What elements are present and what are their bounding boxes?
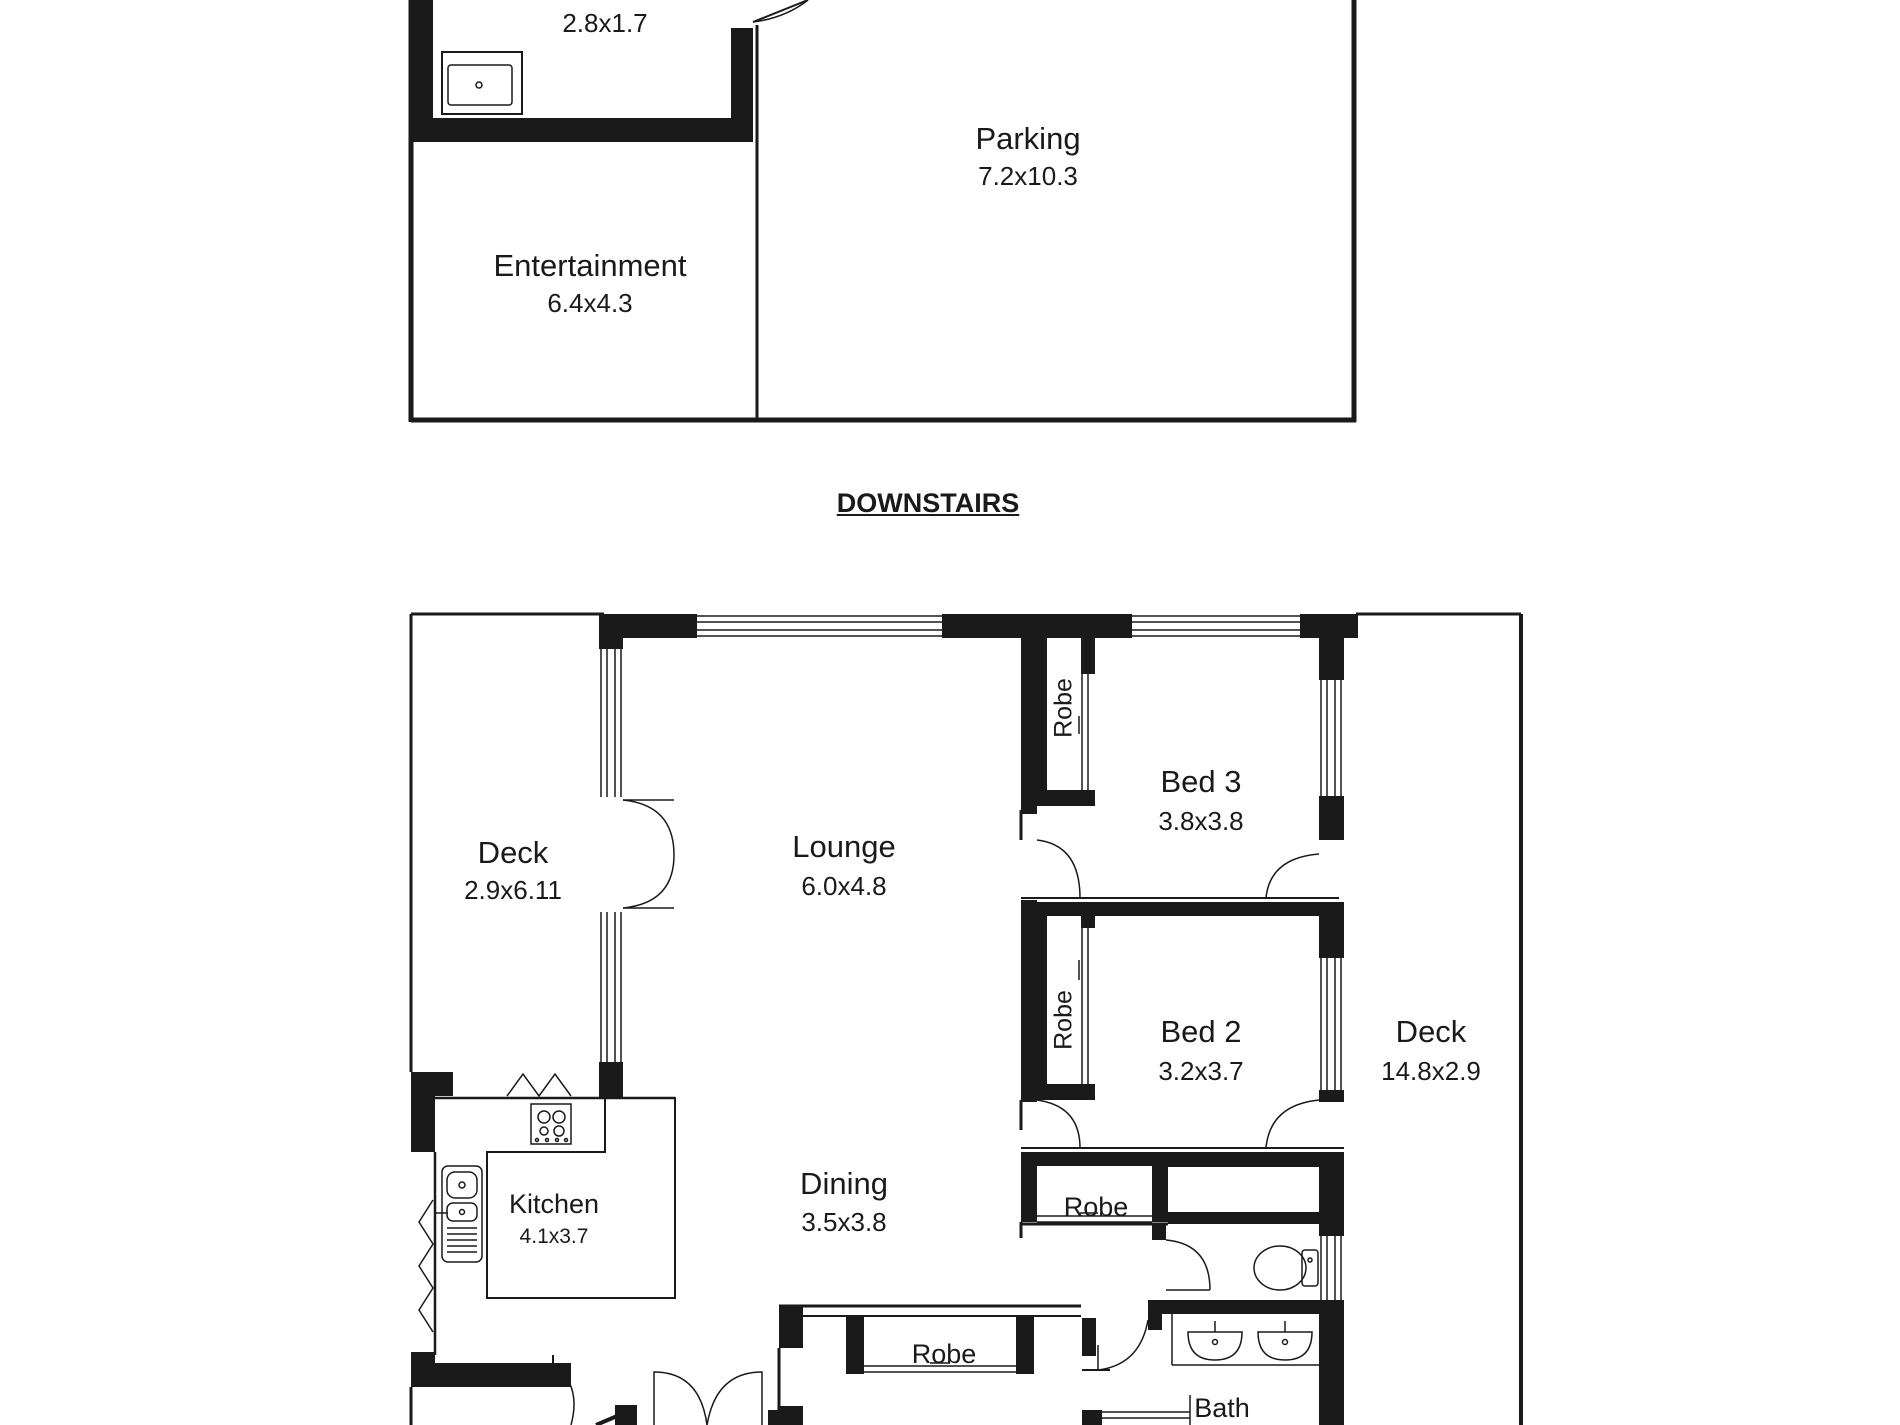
laundry-west-wall [411,0,433,142]
lounge-label: Lounge [792,829,896,864]
downstairs-heading: DOWNSTAIRS [836,488,1020,518]
lounge-window [697,615,942,637]
bed3-deck-door [1265,853,1320,899]
wc-door [1165,1239,1211,1291]
bed2-robe-label: Robe [1049,990,1078,1050]
laundry-east-wall [731,28,753,142]
laundry-door [752,0,809,23]
bed2-east-window [1320,958,1342,1090]
dining-dimensions: 3.5x3.8 [801,1207,887,1237]
kitchen-bifold-west [418,1199,434,1333]
parking-dimensions: 7.2x10.3 [978,161,1078,191]
bed2-robe-slider [1078,928,1089,1084]
deck-west-dimensions: 2.9x6.11 [464,875,562,905]
kitchen-label: Kitchen [508,1189,600,1219]
hall-robe-lower-label: Robe [911,1339,977,1369]
parking-label: Parking [975,121,1081,156]
bed2-door [1036,1099,1081,1149]
laundry-dimensions: 2.8x1.7 [562,8,648,38]
entry-double-door [653,1371,763,1425]
lounge-west-window-upper [600,649,622,797]
bed3-robe-label: Robe [1049,678,1078,738]
deck-east-label: Deck [1395,1014,1467,1049]
bed3-dimensions: 3.8x3.8 [1158,806,1244,836]
lounge-dimensions: 6.0x4.8 [801,871,887,901]
lounge-french-door [622,799,675,909]
lounge-west-window-lower [600,912,622,1062]
bed2-deck-door [1265,1099,1320,1149]
bed3-robe-slider [1078,674,1089,790]
hall-robe-upper-label: Robe [1063,1192,1129,1222]
bed3-window [1132,615,1300,637]
vanity-basins [1171,1314,1319,1366]
entry-door-swing [552,1362,575,1425]
kitchen-sink-icon [436,1165,483,1263]
deck-west-label: Deck [477,835,549,870]
dining-label: Dining [800,1166,888,1201]
bed2-dimensions: 3.2x3.7 [1158,1056,1244,1086]
wc-window [1320,1236,1342,1300]
entertainment-label: Entertainment [493,248,687,283]
downstairs-plan [408,0,1357,423]
kitchen-bench [486,1097,676,1299]
laundry-south-wall [411,118,753,142]
kitchen-bifold-window [506,1072,572,1098]
kitchen-dimensions: 4.1x3.7 [519,1225,589,1248]
bath-label: Bath [1194,1393,1250,1423]
bed3-label: Bed 3 [1160,764,1242,799]
toilet-icon [1253,1245,1319,1291]
laundry-tub [441,51,523,115]
bed3-east-window [1320,680,1342,796]
cooktop-icon [530,1103,572,1145]
bed3-door [1036,839,1081,899]
bed2-label: Bed 2 [1160,1014,1242,1049]
bath-door [1097,1319,1149,1371]
deck-east-dimensions: 14.8x2.9 [1381,1056,1481,1086]
entertainment-dimensions: 6.4x4.3 [547,288,633,318]
hall-robe-upper-slider [1037,1212,1152,1223]
ground-plan [409,612,1523,1425]
hall-robe-slider [864,1362,1016,1373]
